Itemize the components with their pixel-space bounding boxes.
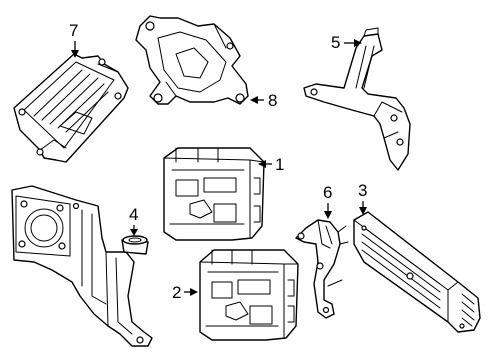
callout-5-label: 5 bbox=[331, 33, 340, 52]
callout-7: 7 bbox=[69, 21, 79, 58]
part-2-relay-box bbox=[199, 249, 299, 341]
part-1-relay-box bbox=[163, 147, 265, 241]
part-8-mounting-bracket bbox=[135, 15, 249, 105]
callout-4-label: 4 bbox=[129, 205, 138, 224]
part-7-control-module bbox=[13, 53, 129, 163]
callout-3-label: 3 bbox=[358, 181, 367, 200]
part-6-small-bracket bbox=[295, 219, 349, 319]
callout-5: 5 bbox=[331, 33, 362, 52]
part-4-speaker-bracket bbox=[11, 185, 153, 347]
part-5-bent-bracket bbox=[303, 27, 411, 171]
callout-6-label: 6 bbox=[323, 183, 332, 202]
part-3-flat-module bbox=[353, 211, 481, 333]
callout-3: 3 bbox=[358, 181, 367, 215]
callout-8: 8 bbox=[250, 91, 277, 110]
callout-6: 6 bbox=[323, 183, 332, 219]
callout-2: 2 bbox=[172, 283, 198, 302]
callout-1: 1 bbox=[258, 155, 284, 174]
callout-2-label: 2 bbox=[172, 283, 181, 302]
callout-8-label: 8 bbox=[268, 91, 277, 110]
callout-1-label: 1 bbox=[275, 155, 284, 174]
callout-7-label: 7 bbox=[69, 21, 78, 40]
callout-4: 4 bbox=[129, 205, 138, 236]
